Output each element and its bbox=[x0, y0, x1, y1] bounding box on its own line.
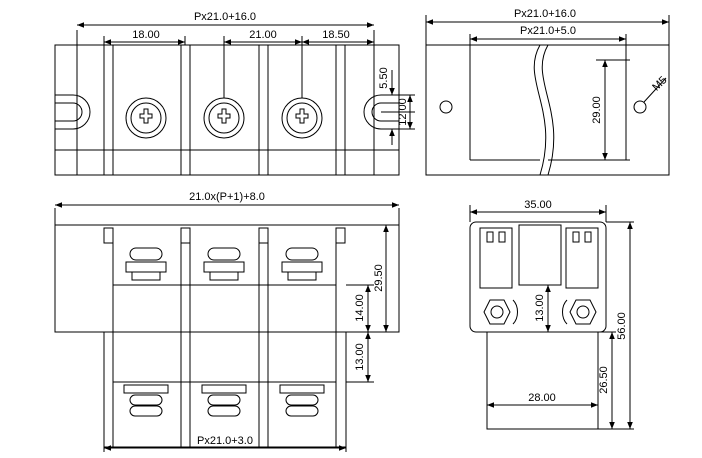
side-view bbox=[425, 15, 670, 176]
side-break-line bbox=[541, 44, 555, 176]
dim-front-pitches bbox=[103, 36, 375, 98]
label-top-height: 29.50 bbox=[373, 264, 385, 292]
dim-end-width bbox=[469, 205, 607, 222]
dim-end-lower bbox=[598, 331, 616, 429]
side-body-outline bbox=[425, 44, 670, 176]
end-nut-right bbox=[562, 299, 597, 325]
dim-hole-leader bbox=[643, 77, 667, 103]
front-body-outline bbox=[54, 44, 400, 176]
front-ear-slot-right bbox=[363, 94, 399, 130]
label-end-base: 28.00 bbox=[528, 392, 556, 404]
front-view bbox=[54, 22, 415, 176]
barrier bbox=[180, 44, 191, 176]
top-view bbox=[54, 202, 400, 452]
end-view bbox=[469, 205, 634, 430]
top-screws-lower bbox=[123, 384, 325, 417]
front-screws bbox=[125, 97, 323, 139]
label-top-upper: 14.00 bbox=[354, 294, 366, 322]
dim-side-inner bbox=[469, 34, 627, 45]
end-lower-body bbox=[486, 331, 599, 430]
mounting-hole bbox=[633, 100, 647, 114]
label-top-base: Px21.0+3.0 bbox=[197, 435, 253, 447]
label-side-overall: Px21.0+16.0 bbox=[514, 8, 576, 20]
label-front-slot: 5.50 bbox=[378, 67, 390, 88]
dim-front-ear bbox=[381, 70, 415, 145]
dim-side-overall bbox=[425, 15, 670, 45]
screw-side bbox=[279, 384, 325, 417]
mounting-hole bbox=[439, 100, 453, 114]
label-end-total: 56.00 bbox=[616, 312, 628, 340]
label-end-mid: 13.00 bbox=[534, 294, 546, 322]
screw bbox=[203, 97, 245, 139]
end-pocket-left bbox=[479, 227, 513, 289]
screw-side bbox=[201, 384, 247, 417]
barrier bbox=[103, 44, 114, 176]
label-front-pitch-2: 21.00 bbox=[249, 29, 277, 41]
label-end-lower: 26.50 bbox=[598, 366, 610, 394]
dim-top-base bbox=[103, 445, 347, 452]
screw-side bbox=[203, 247, 245, 281]
dim-top-heights bbox=[346, 224, 392, 383]
top-lower-body bbox=[103, 331, 347, 448]
barrier bbox=[335, 44, 346, 176]
screw bbox=[281, 97, 323, 139]
barrier bbox=[258, 44, 269, 176]
screw-side bbox=[281, 247, 323, 281]
end-center-wall bbox=[518, 224, 562, 286]
top-barriers bbox=[103, 227, 346, 447]
label-front-pitch-1: 18.00 bbox=[132, 29, 160, 41]
screw-side bbox=[123, 384, 169, 417]
end-nut-left bbox=[483, 299, 518, 325]
label-front-ear: 12.00 bbox=[397, 98, 409, 126]
end-pocket-right bbox=[565, 227, 599, 289]
top-upper-body bbox=[54, 224, 400, 333]
screw-side bbox=[125, 247, 167, 281]
screw bbox=[125, 97, 167, 139]
top-screws-upper bbox=[125, 247, 323, 281]
label-side-hole: M5 bbox=[650, 74, 669, 93]
dim-end-total bbox=[598, 221, 634, 430]
label-end-width: 35.00 bbox=[524, 199, 552, 211]
label-side-inner: Px21.0+5.0 bbox=[520, 25, 576, 37]
front-ear-slot-left bbox=[55, 94, 91, 130]
label-top-lower: 13.00 bbox=[354, 343, 366, 371]
label-top-overall: 21.0x(P+1)+8.0 bbox=[189, 191, 265, 203]
label-front-pitch-3: 18.50 bbox=[322, 29, 350, 41]
side-break-line bbox=[533, 44, 547, 176]
front-ear-slot-right-inner bbox=[371, 102, 399, 122]
label-front-overall: Px21.0+16.0 bbox=[194, 11, 256, 23]
dim-side-height bbox=[596, 59, 630, 161]
front-barriers bbox=[103, 44, 346, 176]
label-side-height: 29.00 bbox=[591, 96, 603, 124]
front-ear-slot-left-inner bbox=[55, 102, 83, 122]
